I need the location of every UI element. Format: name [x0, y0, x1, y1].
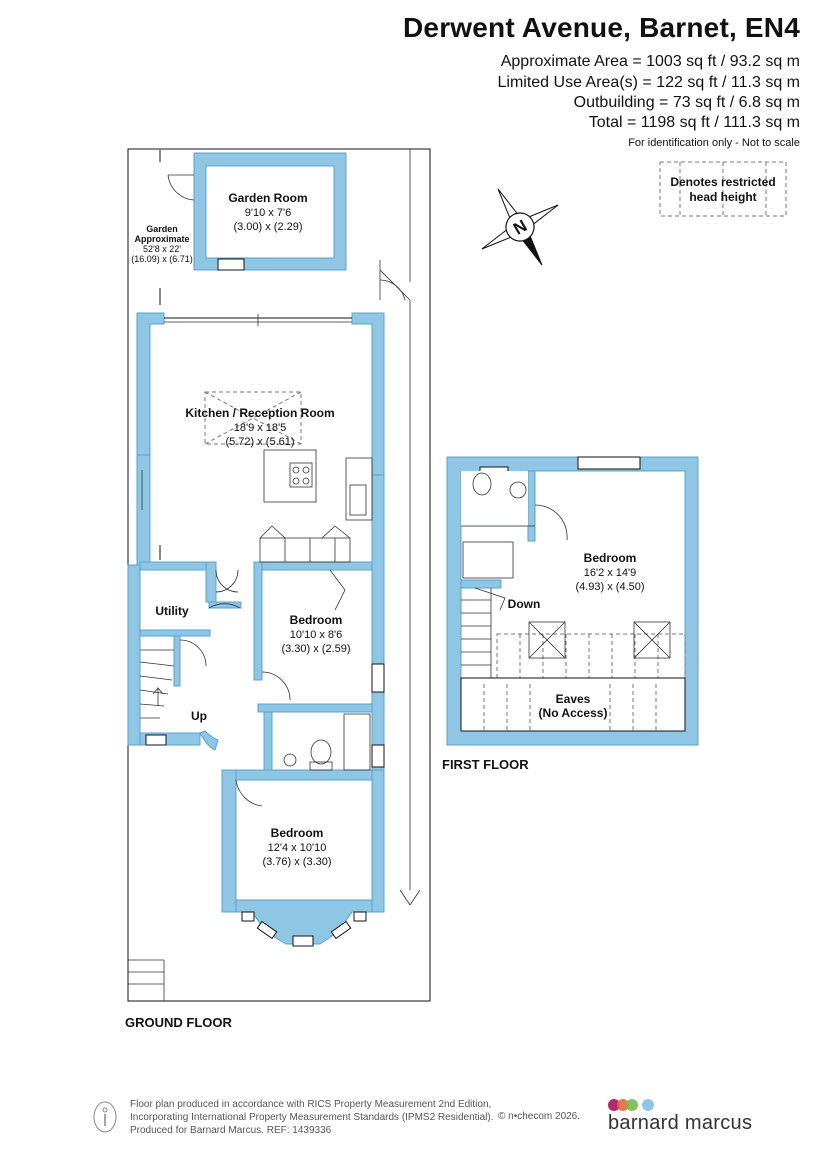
- approx-area-text: Approximate Area = 1003 sq ft / 93.2 sq …: [500, 53, 800, 70]
- first-floor-stairs: [461, 587, 506, 678]
- garden-room: [167, 152, 347, 271]
- garden-name-2: Approximate: [134, 234, 189, 244]
- garden-room-dim-metric: (3.00) x (2.29): [233, 221, 302, 233]
- footer-line-3: Produced for Barnard Marcus. REF: 143933…: [130, 1125, 332, 1136]
- garden-dim-metric: (16.09) x (6.71): [131, 254, 193, 264]
- bedroom-front-dim-metric: (3.76) x (3.30): [262, 856, 331, 868]
- compass-icon: N: [481, 188, 559, 266]
- ground-stairs-up-label: Up: [191, 709, 207, 723]
- bedroom-middle-dim-imperial: 10'10 x 8'6: [290, 629, 343, 641]
- kitchen-name: Kitchen / Reception Room: [185, 406, 334, 420]
- limited-use-area-text: Limited Use Area(s) = 122 sq ft / 11.3 s…: [497, 74, 800, 91]
- first-bedroom-dim-metric: (4.93) x (4.50): [575, 581, 644, 593]
- rics-icon: [93, 1101, 117, 1133]
- first-floor-label: FIRST FLOOR: [442, 757, 529, 772]
- ground-stairs: [139, 649, 175, 719]
- bedroom-middle-name: Bedroom: [290, 613, 343, 627]
- legend-line-2: head height: [689, 190, 756, 204]
- garden-boundary: [127, 148, 431, 1002]
- restricted-head-height-area: [496, 621, 686, 679]
- legend-line-1: Denotes restricted: [670, 175, 775, 189]
- brand-name: barnard marcus: [608, 1112, 753, 1134]
- footer-notes: Floor plan produced in accordance with R…: [130, 1098, 494, 1137]
- first-stairs-down-label: Down: [508, 597, 541, 611]
- utility-name: Utility: [155, 604, 189, 618]
- footer-line-2: Incorporating International Property Mea…: [130, 1112, 494, 1123]
- page-title: Derwent Avenue, Barnet, EN4: [403, 12, 800, 43]
- bedroom-front-dim-imperial: 12'4 x 10'10: [268, 842, 327, 854]
- footer-line-1: Floor plan produced in accordance with R…: [130, 1099, 492, 1110]
- outbuilding-area-text: Outbuilding = 73 sq ft / 6.8 sq m: [573, 94, 800, 111]
- brand-logo-dots-icon: [608, 1099, 654, 1111]
- ground-floor-label: GROUND FLOOR: [125, 1015, 232, 1030]
- garden-dim-imperial: 52'8 x 22': [143, 244, 181, 254]
- restricted-height-legend: Denotes restricted head height: [659, 161, 787, 217]
- total-area-text: Total = 1198 sq ft / 111.3 sq m: [588, 114, 800, 131]
- first-bedroom-dim-imperial: 16'2 x 14'9: [584, 567, 637, 579]
- eaves-note: (No Access): [539, 706, 608, 720]
- eaves-area: [460, 677, 686, 732]
- garden-room-name: Garden Room: [228, 191, 307, 205]
- kitchen-dim-imperial: 18'9 x 18'5: [234, 422, 287, 434]
- garden-name: Garden: [146, 224, 178, 234]
- bedroom-front-name: Bedroom: [271, 826, 324, 840]
- first-bedroom-name: Bedroom: [584, 551, 637, 565]
- eaves-name: Eaves: [556, 692, 591, 706]
- copyright-text: © n•checom 2026.: [498, 1111, 581, 1122]
- bedroom-middle-dim-metric: (3.30) x (2.59): [281, 643, 350, 655]
- kitchen-dim-metric: (5.72) x (5.61): [225, 436, 294, 448]
- garden-room-dim-imperial: 9'10 x 7'6: [245, 207, 291, 219]
- disclaimer-text: For identification only - Not to scale: [628, 137, 800, 149]
